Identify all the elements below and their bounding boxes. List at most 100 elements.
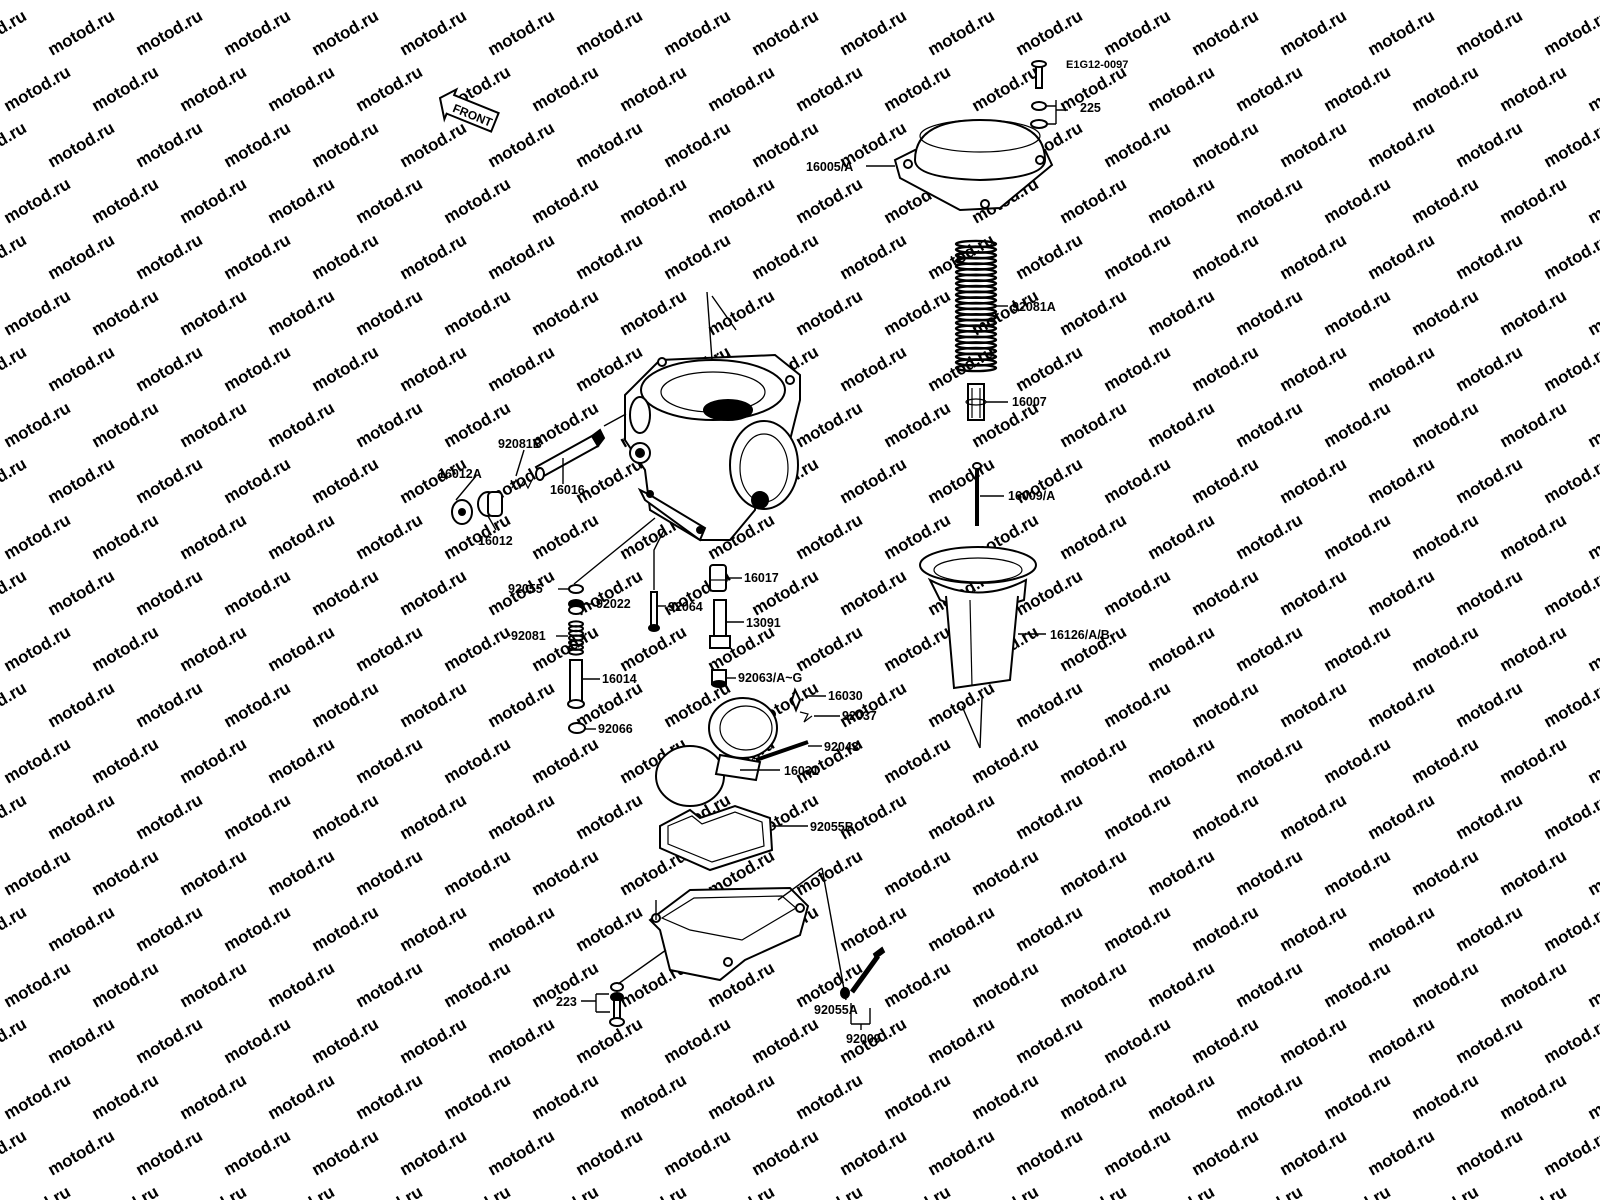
watermark-text: motod.ru bbox=[1409, 398, 1482, 451]
watermark-text: motod.ru bbox=[441, 846, 514, 899]
watermark-text: motod.ru bbox=[1, 286, 74, 339]
watermark-text: motod.ru bbox=[1, 734, 74, 787]
watermark-text: motod.ru bbox=[441, 958, 514, 1011]
watermark-text: motod.ru bbox=[1101, 6, 1174, 59]
watermark-text: motod.ru bbox=[705, 62, 778, 115]
watermark-text: motod.ru bbox=[89, 286, 162, 339]
float-valve-icon bbox=[567, 659, 585, 709]
watermark-text: motod.ru bbox=[221, 6, 294, 59]
watermark-text: motod.ru bbox=[309, 678, 382, 731]
watermark-text: motod.ru bbox=[529, 1182, 602, 1200]
watermark-text: motod.ru bbox=[1, 958, 74, 1011]
watermark-text: motod.ru bbox=[1233, 510, 1306, 563]
watermark-text: motod.ru bbox=[1, 174, 74, 227]
watermark-text: motod.ru bbox=[529, 846, 602, 899]
watermark-text: motod.ru bbox=[485, 118, 558, 171]
watermark-text: motod.ru bbox=[1145, 846, 1218, 899]
label-92037: 92037 bbox=[842, 709, 877, 723]
watermark-text: motod.ru bbox=[573, 118, 646, 171]
watermark-text: motod.ru bbox=[749, 1126, 822, 1179]
watermark-text: motod.ru bbox=[89, 1070, 162, 1123]
watermark-text: motod.ru bbox=[1233, 174, 1306, 227]
watermark-text: motod.ru bbox=[177, 0, 250, 3]
watermark-text: motod.ru bbox=[221, 790, 294, 843]
watermark-text: motod.ru bbox=[969, 1070, 1042, 1123]
watermark-text: motod.ru bbox=[441, 1182, 514, 1200]
float-valve-needle-icon bbox=[790, 687, 802, 713]
watermark-text: motod.ru bbox=[1497, 510, 1570, 563]
label-16009A: 16009/A bbox=[1008, 489, 1055, 503]
watermark-text: motod.ru bbox=[177, 958, 250, 1011]
needle-holder-icon bbox=[965, 383, 987, 421]
watermark-text: motod.ru bbox=[441, 286, 514, 339]
needle-jet-icon bbox=[709, 564, 727, 592]
watermark-text: motod.ru bbox=[1497, 1070, 1570, 1123]
watermark-text: motod.ru bbox=[309, 790, 382, 843]
watermark-text: motod.ru bbox=[793, 62, 866, 115]
label-92043: 92043 bbox=[824, 740, 859, 754]
watermark-text: motod.ru bbox=[441, 1070, 514, 1123]
watermark-text: motod.ru bbox=[529, 1070, 602, 1123]
watermark-text: motod.ru bbox=[793, 1070, 866, 1123]
watermark-text: motod.ru bbox=[353, 62, 426, 115]
watermark-text: motod.ru bbox=[1189, 1014, 1262, 1067]
watermark-text: motod.ru bbox=[397, 902, 470, 955]
watermark-text: motod.ru bbox=[265, 734, 338, 787]
watermark-text: motod.ru bbox=[1321, 1070, 1394, 1123]
watermark-text: motod.ru bbox=[1497, 0, 1570, 3]
label-92081: 92081 bbox=[511, 629, 546, 643]
watermark-text: motod.ru bbox=[221, 902, 294, 955]
o-ring-icon bbox=[568, 584, 584, 594]
watermark-text: motod.ru bbox=[1057, 286, 1130, 339]
watermark-text: motod.ru bbox=[0, 342, 30, 395]
watermark-text: motod.ru bbox=[221, 1014, 294, 1067]
label-92009: 92009 bbox=[846, 1032, 881, 1046]
watermark-text: motod.ru bbox=[1057, 0, 1130, 3]
watermark-text: motod.ru bbox=[1145, 0, 1218, 3]
watermark-text: motod.ru bbox=[1145, 286, 1218, 339]
watermark-text: motod.ru bbox=[1585, 622, 1600, 675]
watermark-text: motod.ru bbox=[925, 902, 998, 955]
watermark-text: motod.ru bbox=[89, 398, 162, 451]
watermark-text: motod.ru bbox=[881, 286, 954, 339]
watermark-text: motod.ru bbox=[1497, 174, 1570, 227]
watermark-text: motod.ru bbox=[1233, 0, 1306, 3]
watermark-text: motod.ru bbox=[1585, 174, 1600, 227]
watermark-text: motod.ru bbox=[969, 0, 1042, 3]
watermark-text: motod.ru bbox=[1321, 286, 1394, 339]
watermark-text: motod.ru bbox=[1233, 734, 1306, 787]
watermark-text: motod.ru bbox=[661, 1126, 734, 1179]
watermark-text: motod.ru bbox=[133, 678, 206, 731]
cap-16012-icon bbox=[477, 491, 503, 517]
watermark-text: motod.ru bbox=[1277, 6, 1350, 59]
leader-lines bbox=[455, 100, 1068, 1030]
watermark-text: motod.ru bbox=[1541, 1014, 1600, 1067]
watermark-text: motod.ru bbox=[0, 230, 30, 283]
watermark-text: motod.ru bbox=[1277, 678, 1350, 731]
watermark-text: motod.ru bbox=[353, 174, 426, 227]
watermark-text: motod.ru bbox=[1585, 286, 1600, 339]
watermark-text: motod.ru bbox=[1013, 678, 1086, 731]
watermark-text: motod.ru bbox=[1365, 790, 1438, 843]
watermark-text: motod.ru bbox=[221, 118, 294, 171]
label-223: 223 bbox=[556, 995, 577, 1009]
watermark-text: motod.ru bbox=[1409, 958, 1482, 1011]
watermark-text: motod.ru bbox=[1321, 510, 1394, 563]
watermark-text: motod.ru bbox=[89, 846, 162, 899]
watermark-text: motod.ru bbox=[1145, 622, 1218, 675]
watermark-text: motod.ru bbox=[1233, 846, 1306, 899]
watermark-text: motod.ru bbox=[1233, 286, 1306, 339]
watermark-text: motod.ru bbox=[441, 174, 514, 227]
watermark-text: motod.ru bbox=[1585, 398, 1600, 451]
label-92081B: 92081B bbox=[498, 437, 542, 451]
watermark-text: motod.ru bbox=[1409, 510, 1482, 563]
watermark-text: motod.ru bbox=[1453, 230, 1526, 283]
watermark-text: motod.ru bbox=[1541, 342, 1600, 395]
watermark-text: motod.ru bbox=[881, 398, 954, 451]
watermark-text: motod.ru bbox=[177, 510, 250, 563]
watermark-text: motod.ru bbox=[1101, 342, 1174, 395]
watermark-text: motod.ru bbox=[45, 1014, 118, 1067]
label-92022: 92022 bbox=[596, 597, 631, 611]
watermark-text: motod.ru bbox=[0, 1014, 30, 1067]
